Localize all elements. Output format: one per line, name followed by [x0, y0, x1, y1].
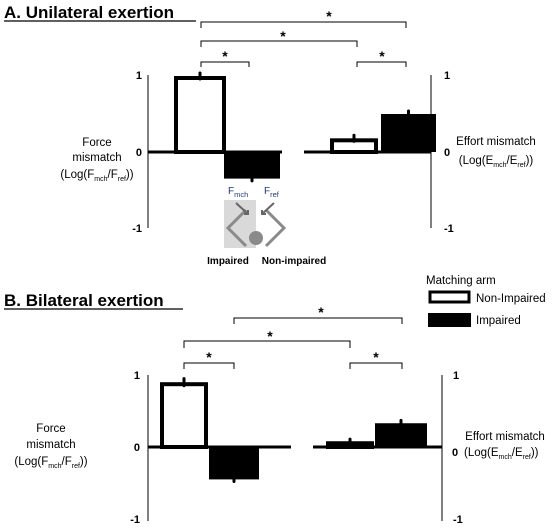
- panel-b-right-axis-label: Effort mismatch (Log(Emch/Eref)): [464, 431, 545, 461]
- panel-a-right-tick-bottom: -1: [444, 223, 454, 235]
- panel-b-star-force: *: [206, 349, 212, 365]
- panel-a-left-tick-bottom: -1: [132, 223, 142, 235]
- panel-a-left-axis-label: Force mismatch (Log(Fmch/Fref)): [60, 137, 133, 183]
- panel-b-left-label-line1: Force: [36, 423, 65, 435]
- panel-a-bracket-effort: [356, 61, 407, 67]
- panel-b-right-label-line1: Effort mismatch: [465, 431, 545, 443]
- panel-b-right-tick-zero: 0: [452, 447, 458, 459]
- panel-b-right-ratio-label: (Log(Emch/Eref)): [464, 447, 539, 461]
- panel-b-star-mid: *: [267, 328, 273, 344]
- panel-a-left-ratio-label: (Log(Fmch/Fref)): [60, 169, 133, 183]
- panel-a-left-label-line2: mismatch: [72, 152, 121, 164]
- panel-b: B. Bilateral exertion 1 0 -1 Force misma…: [4, 291, 545, 526]
- panel-a-star-force: *: [222, 48, 228, 64]
- panel-a-bar-force-non-impaired: [174, 76, 226, 154]
- panel-a: A. Unilateral exertion 1 0 -1 Force mism…: [4, 3, 536, 267]
- inset-right-arm-icon: [264, 208, 287, 248]
- panel-a-right-label-line1: Effort mismatch: [456, 136, 536, 148]
- panel-a-right-tick-zero: 0: [444, 147, 450, 159]
- panel-a-left-tick-zero: 0: [136, 147, 142, 159]
- legend-label-impaired: Impaired: [476, 315, 521, 327]
- panel-b-left-label-line2: mismatch: [26, 439, 75, 451]
- inset-fref-arrow-icon: [261, 202, 275, 215]
- panel-a-right-ratio-label: (Log(Emch/Eref)): [459, 155, 534, 169]
- panel-a-bracket-force: [200, 61, 250, 67]
- panel-b-bracket-long: [233, 317, 403, 324]
- legend-label-non-impaired: Non-Impaired: [476, 293, 546, 305]
- panel-b-left-tick-bottom: -1: [130, 514, 140, 526]
- inset-body-icon: [249, 231, 263, 245]
- panel-a-star-mid: *: [280, 28, 286, 44]
- inset-non-impaired-caption: Non-impaired: [262, 256, 326, 267]
- panel-b-right-tick-top: 1: [453, 370, 459, 382]
- panel-b-left-tick-zero: 0: [134, 442, 140, 454]
- panel-a-bar-effort-impaired: [381, 114, 436, 152]
- panel-b-star-effort: *: [373, 349, 379, 365]
- panel-a-left-tick-top: 1: [136, 70, 142, 82]
- panel-b-significance-brackets: [183, 317, 403, 369]
- legend-swatch-non-impaired: [428, 290, 471, 304]
- panel-b-left-tick-top: 1: [134, 370, 140, 382]
- panel-b-left-axis-label: Force mismatch (Log(Fmch/Fref)): [14, 423, 87, 470]
- panel-a-left-label-line1: Force: [82, 137, 111, 149]
- legend-swatch-impaired: [428, 313, 471, 327]
- panel-a-star-effort: *: [379, 48, 385, 64]
- panel-b-bracket-mid: [183, 340, 351, 348]
- panel-b-bar-effort-impaired: [375, 423, 427, 447]
- inset-fmch-arrow-icon: [235, 202, 249, 215]
- panel-b-bracket-effort: [349, 362, 403, 369]
- panel-a-right-axis-label: Effort mismatch (Log(Emch/Eref)): [456, 136, 536, 169]
- panel-b-bar-force-non-impaired: [160, 382, 208, 450]
- panel-b-bracket-force: [183, 362, 235, 369]
- inset-fref-label: Fref: [264, 186, 280, 199]
- panel-b-title: B. Bilateral exertion: [4, 291, 164, 310]
- panel-a-title: A. Unilateral exertion: [4, 3, 174, 22]
- panel-a-significance-brackets: [200, 21, 407, 67]
- panel-b-star-long: *: [318, 304, 324, 320]
- legend: Matching arm Non-Impaired Impaired: [426, 275, 546, 327]
- panel-b-left-ratio-label: (Log(Fmch/Fref)): [14, 456, 87, 470]
- arm-matching-illustration: Fmch Fref Impaired Non-impaired: [207, 186, 326, 267]
- legend-title: Matching arm: [426, 275, 496, 287]
- panel-b-bar-force-impaired: [209, 447, 259, 480]
- panel-a-bar-force-impaired: [224, 152, 280, 179]
- inset-left-arm-icon: [225, 208, 248, 248]
- inset-fmch-label: Fmch: [228, 186, 248, 199]
- inset-impaired-caption: Impaired: [207, 256, 249, 267]
- panel-a-right-tick-top: 1: [444, 70, 450, 82]
- panel-a-star-long: *: [326, 8, 332, 24]
- panel-a-bracket-mid: [200, 40, 358, 47]
- panel-a-bracket-long: [200, 21, 407, 28]
- panel-b-right-tick-bottom: -1: [453, 514, 463, 526]
